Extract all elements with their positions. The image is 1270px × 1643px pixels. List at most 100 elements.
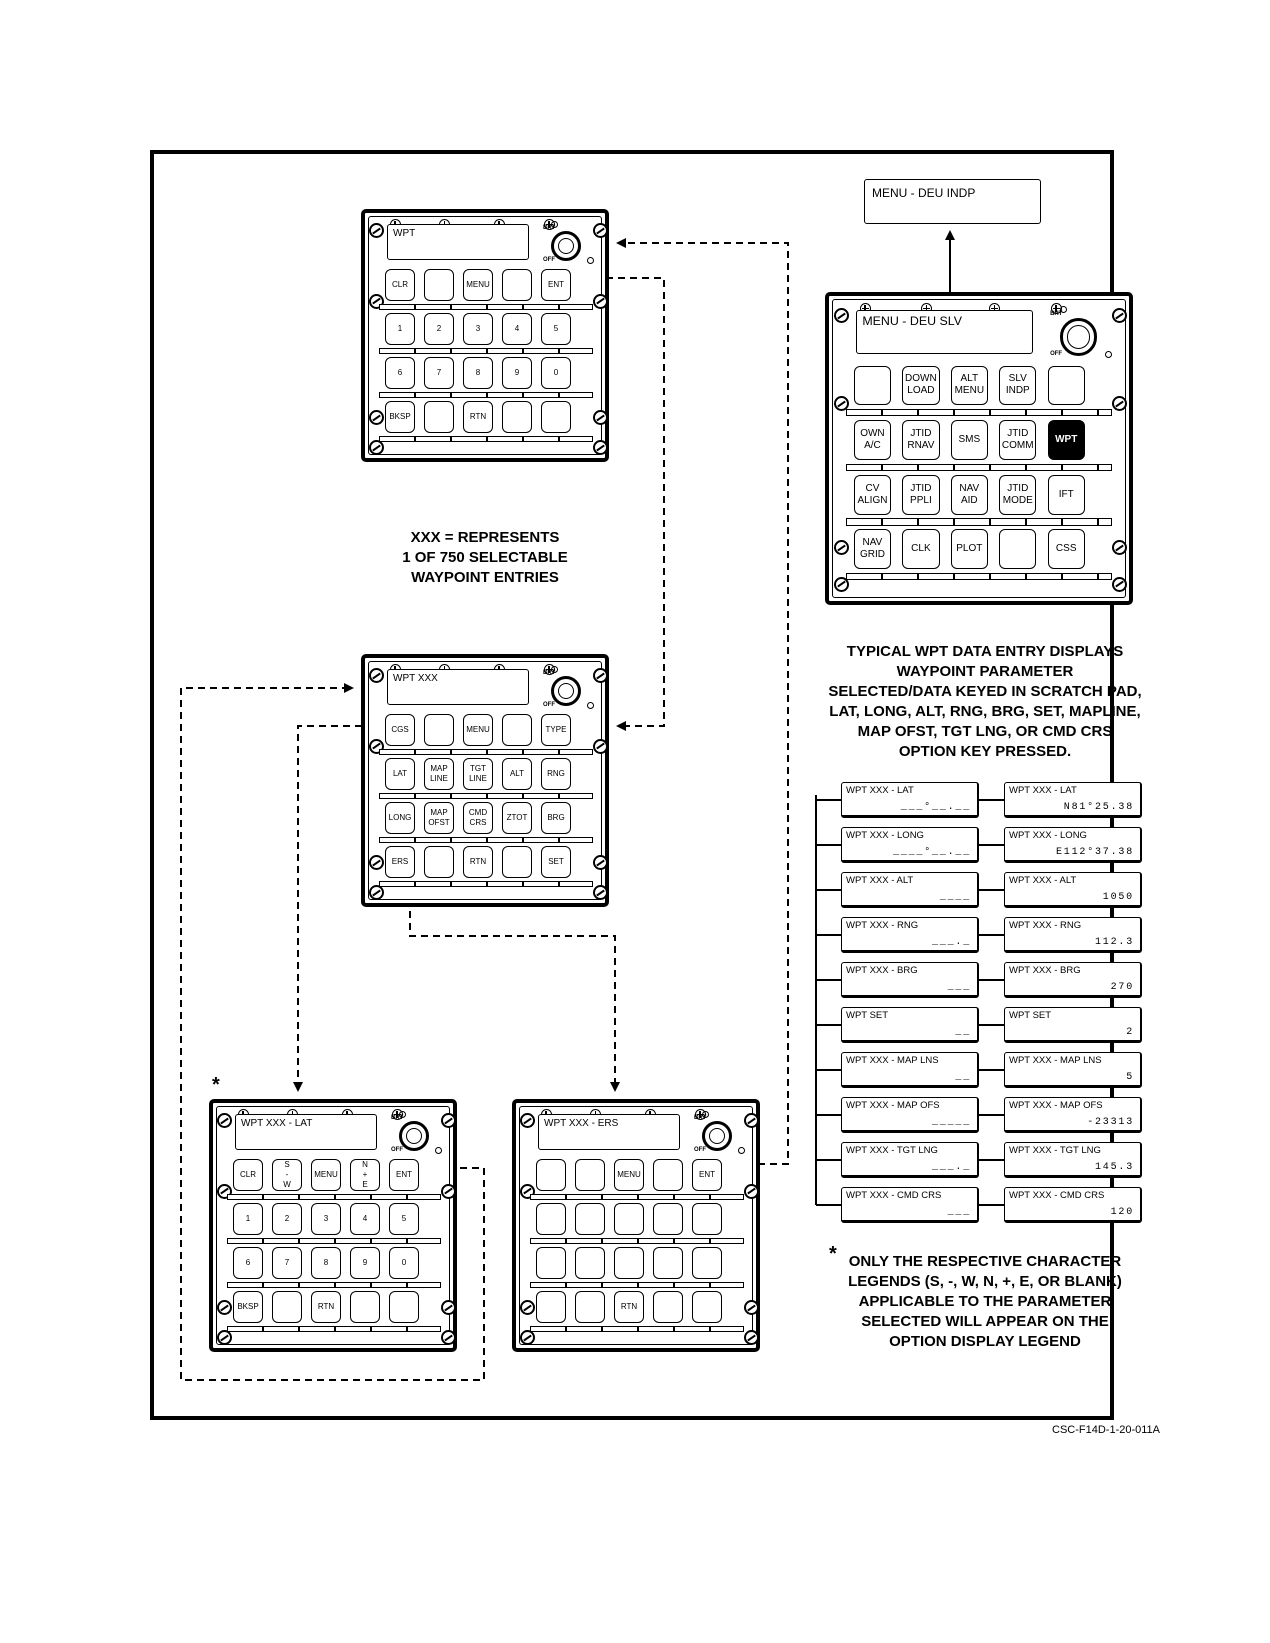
key-set[interactable]: SET [541,846,571,878]
key-blank[interactable] [536,1247,566,1279]
key-blank[interactable] [502,846,532,878]
key-0[interactable]: 0 [389,1247,419,1279]
key-6[interactable]: 6 [385,357,415,389]
key-blank[interactable] [502,269,532,301]
key-type[interactable]: TYPE [541,714,571,746]
key-blank[interactable] [653,1247,683,1279]
key-4[interactable]: 4 [502,313,532,345]
brightness-knob[interactable] [399,1121,429,1151]
key-clr[interactable]: CLR [385,269,415,301]
key-cgs[interactable]: CGS [385,714,415,746]
key-alt-menu[interactable]: ALT MENU [950,365,988,406]
key-ers[interactable]: ERS [385,846,415,878]
key-blank[interactable] [424,269,454,301]
key-bksp[interactable]: BKSP [233,1291,263,1323]
key-blank[interactable] [502,714,532,746]
key-3[interactable]: 3 [463,313,493,345]
key-nav-aid[interactable]: NAV AID [950,474,988,515]
key-rng[interactable]: RNG [541,758,571,790]
key-blank[interactable] [424,714,454,746]
key-blank[interactable] [502,401,532,433]
key-7[interactable]: 7 [272,1247,302,1279]
key-blank[interactable] [614,1247,644,1279]
key-jtid-rnav[interactable]: JTID RNAV [902,420,940,460]
key-s-w[interactable]: S - W [272,1159,302,1191]
key-wpt[interactable]: WPT [1047,420,1085,460]
key-plot[interactable]: PLOT [950,529,988,570]
key-tgt-line[interactable]: TGT LINE [463,758,493,790]
key-blank[interactable] [424,846,454,878]
key-blank[interactable] [541,401,571,433]
key-8[interactable]: 8 [311,1247,341,1279]
key-1[interactable]: 1 [385,313,415,345]
key-0[interactable]: 0 [541,357,571,389]
key-ent[interactable]: ENT [541,269,571,301]
key-blank[interactable] [653,1159,683,1191]
key-jtid-ppli[interactable]: JTID PPLI [902,474,940,515]
key-6[interactable]: 6 [233,1247,263,1279]
key-menu[interactable]: MENU [311,1159,341,1191]
key-rtn[interactable]: RTN [463,401,493,433]
key-jtid-mode[interactable]: JTID MODE [999,474,1037,515]
key-1[interactable]: 1 [233,1203,263,1235]
key-rtn[interactable]: RTN [614,1291,644,1323]
key-4[interactable]: 4 [350,1203,380,1235]
key-7[interactable]: 7 [424,357,454,389]
key-ent[interactable]: ENT [389,1159,419,1191]
key-blank[interactable] [853,365,892,406]
key-blank[interactable] [653,1203,683,1235]
key-blank[interactable] [424,401,454,433]
key-ztot[interactable]: ZTOT [502,802,532,834]
key-blank[interactable] [575,1247,605,1279]
key-2[interactable]: 2 [424,313,454,345]
key-blank[interactable] [614,1203,644,1235]
key-slv-indp[interactable]: SLV INDP [999,365,1037,406]
key-blank[interactable] [389,1291,419,1323]
key-menu[interactable]: MENU [614,1159,644,1191]
key-clk[interactable]: CLK [902,529,940,570]
key-ift[interactable]: IFT [1047,474,1085,515]
key-9[interactable]: 9 [502,357,532,389]
key-cv-align[interactable]: CV ALIGN [853,474,892,515]
key-blank[interactable] [692,1291,722,1323]
brightness-knob[interactable] [551,231,581,261]
key-alt[interactable]: ALT [502,758,532,790]
key-9[interactable]: 9 [350,1247,380,1279]
key-jtid-comm[interactable]: JTID COMM [999,420,1037,460]
key-nav-grid[interactable]: NAV GRID [853,529,892,570]
key-menu[interactable]: MENU [463,269,493,301]
key-css[interactable]: CSS [1047,529,1085,570]
key-bksp[interactable]: BKSP [385,401,415,433]
key-blank[interactable] [575,1203,605,1235]
key-down-load[interactable]: DOWN LOAD [902,365,940,406]
key-clr[interactable]: CLR [233,1159,263,1191]
key-blank[interactable] [575,1159,605,1191]
key-2[interactable]: 2 [272,1203,302,1235]
key-n-e[interactable]: N + E [350,1159,380,1191]
key-menu[interactable]: MENU [463,714,493,746]
key-5[interactable]: 5 [389,1203,419,1235]
key-blank[interactable] [999,529,1037,570]
key-long[interactable]: LONG [385,802,415,834]
key-blank[interactable] [692,1247,722,1279]
key-blank[interactable] [1047,365,1085,406]
key-blank[interactable] [653,1291,683,1323]
key-map-ofst[interactable]: MAP OFST [424,802,454,834]
key-own-a-c[interactable]: OWN A/C [853,420,892,460]
brightness-knob[interactable] [702,1121,732,1151]
key-brg[interactable]: BRG [541,802,571,834]
key-blank[interactable] [536,1291,566,1323]
key-blank[interactable] [536,1159,566,1191]
key-cmd-crs[interactable]: CMD CRS [463,802,493,834]
key-blank[interactable] [692,1203,722,1235]
brightness-knob[interactable] [1060,318,1098,356]
brightness-knob[interactable] [551,676,581,706]
key-3[interactable]: 3 [311,1203,341,1235]
key-blank[interactable] [575,1291,605,1323]
key-lat[interactable]: LAT [385,758,415,790]
key-sms[interactable]: SMS [950,420,988,460]
key-8[interactable]: 8 [463,357,493,389]
key-5[interactable]: 5 [541,313,571,345]
key-blank[interactable] [536,1203,566,1235]
key-rtn[interactable]: RTN [311,1291,341,1323]
